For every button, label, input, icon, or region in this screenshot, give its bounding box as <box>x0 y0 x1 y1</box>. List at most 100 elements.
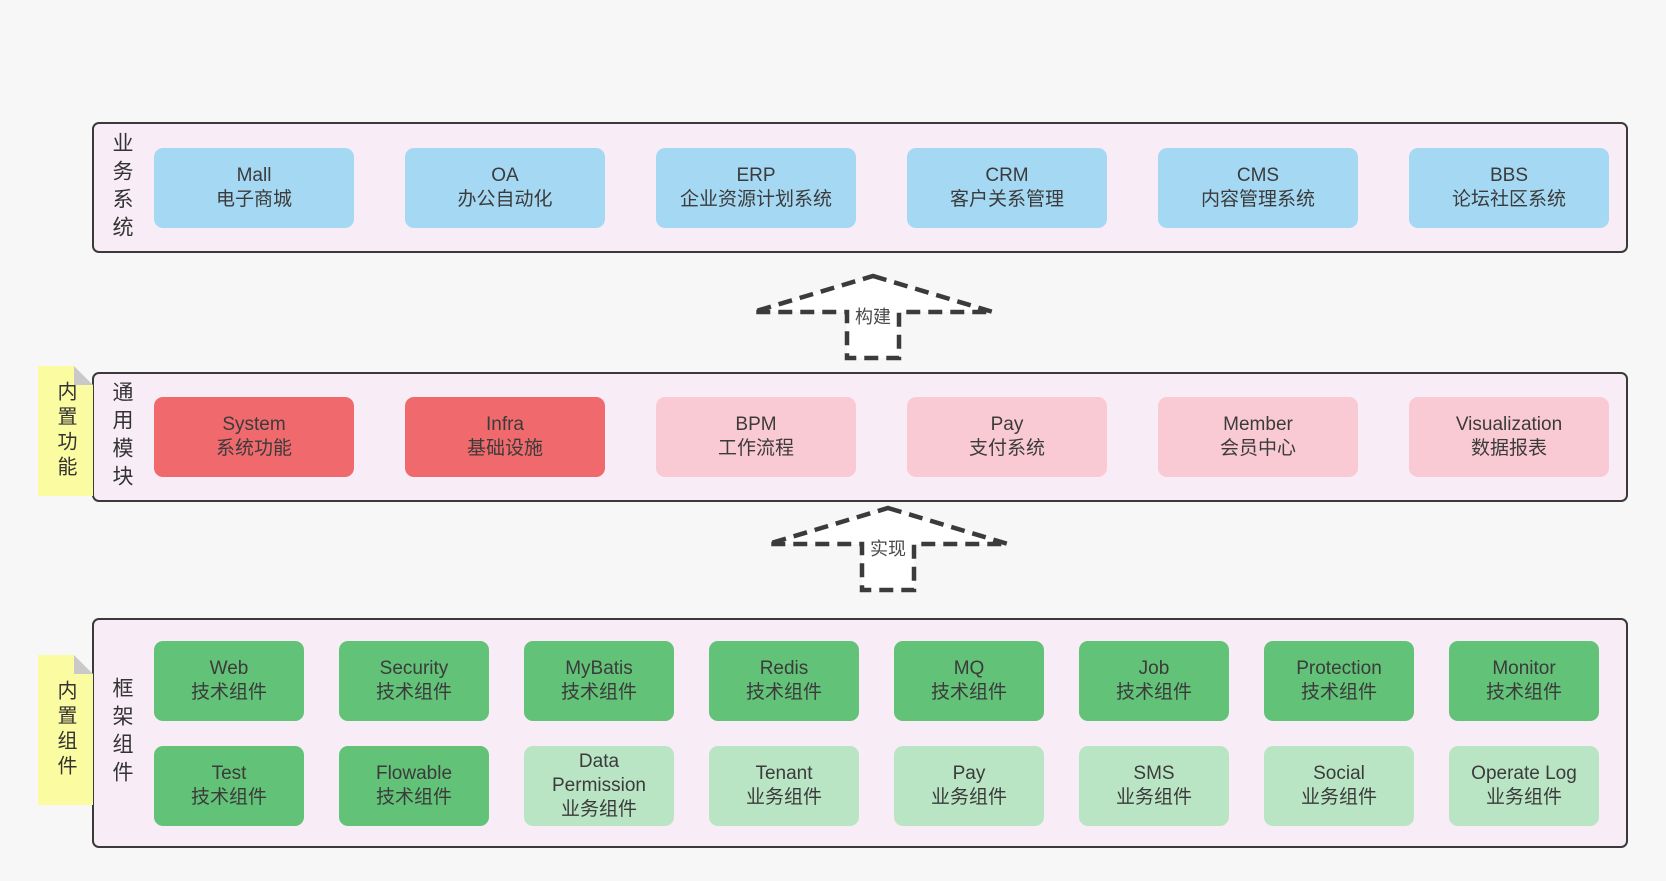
folded-corner-icon <box>74 655 93 674</box>
folded-corner-icon <box>74 366 93 385</box>
box-subtitle: 内容管理系统 <box>1200 188 1315 210</box>
box-subtitle: 技术组件 <box>375 786 452 808</box>
box-subtitle: 业务组件 <box>745 786 822 808</box>
box-subtitle: 基础设施 <box>466 438 543 459</box>
box-title: MQ <box>953 657 985 679</box>
box-title: SMS <box>1133 762 1175 784</box>
sticky-note-text: 内置组件 <box>54 680 76 780</box>
box-subtitle: 系统功能 <box>215 438 292 459</box>
box-subtitle: 论坛社区系统 <box>1451 188 1566 210</box>
box-visualization: Visualization 数据报表 <box>1409 397 1609 477</box>
box-subtitle: 业务组件 <box>1300 786 1377 808</box>
box-title: System <box>222 414 286 435</box>
sticky-note-text: 内置功能 <box>54 381 76 481</box>
implement-arrow-label: 实现 <box>867 535 909 561</box>
box-subtitle: 企业资源计划系统 <box>679 188 832 210</box>
box-title: Redis <box>759 657 809 679</box>
box-subtitle: 技术组件 <box>1115 681 1192 703</box>
box-subtitle: 数据报表 <box>1470 438 1547 459</box>
box-system: System 系统功能 <box>154 397 354 477</box>
build-arrow-label: 构建 <box>852 303 894 329</box>
box-title: BPM <box>735 414 777 435</box>
box-subtitle: 业务组件 <box>1485 786 1562 808</box>
box-title: Protection <box>1296 657 1382 679</box>
box-title: Test <box>211 762 247 784</box>
box-subtitle: 技术组件 <box>375 681 452 703</box>
box-title: BBS <box>1489 164 1529 186</box>
box-title: Infra <box>485 414 525 435</box>
box-title: MyBatis <box>565 657 633 679</box>
box-subtitle: 业务组件 <box>930 786 1007 808</box>
box-subtitle: 技术组件 <box>190 786 267 808</box>
box-subtitle: 办公自动化 <box>457 188 553 210</box>
box-subtitle: 客户关系管理 <box>949 188 1064 210</box>
box-subtitle: 会员中心 <box>1219 438 1296 459</box>
box-subtitle: 技术组件 <box>1485 681 1562 703</box>
box-subtitle: 业务组件 <box>1115 786 1192 808</box>
box-title: Data Permission <box>552 750 646 796</box>
box-title: Monitor <box>1492 657 1556 679</box>
panel-label-business-systems: 业务系统 <box>110 131 133 244</box>
box-subtitle: 电子商城 <box>215 188 292 210</box>
box-infra: Infra 基础设施 <box>405 397 605 477</box>
box-subtitle: 技术组件 <box>190 681 267 703</box>
box-subtitle: 支付系统 <box>968 438 1045 459</box>
box-title: CRM <box>985 164 1029 186</box>
box-title: Operate Log <box>1471 762 1577 784</box>
box-title: OA <box>491 164 519 186</box>
box-title: Security <box>379 657 449 679</box>
sticky-note-built-in-features: 内置功能 <box>38 366 93 496</box>
box-title: Tenant <box>755 762 813 784</box>
box-title: Mall <box>236 164 272 186</box>
box-subtitle: 技术组件 <box>930 681 1007 703</box>
panel-label-common-modules: 通用模块 <box>110 381 133 493</box>
box-subtitle: 技术组件 <box>1300 681 1377 703</box>
box-title: Web <box>209 657 249 679</box>
box-title: Pay <box>952 762 986 784</box>
box-title: Social <box>1313 762 1365 784</box>
box-title: ERP <box>736 164 776 186</box>
box-title: Pay <box>990 414 1024 435</box>
box-title: Visualization <box>1455 414 1563 435</box>
box-pay: Pay 支付系统 <box>907 397 1107 477</box>
box-subtitle: 技术组件 <box>745 681 822 703</box>
box-title: Job <box>1138 657 1170 679</box>
box-subtitle: 技术组件 <box>560 681 637 703</box>
box-title: Flowable <box>375 762 453 784</box>
